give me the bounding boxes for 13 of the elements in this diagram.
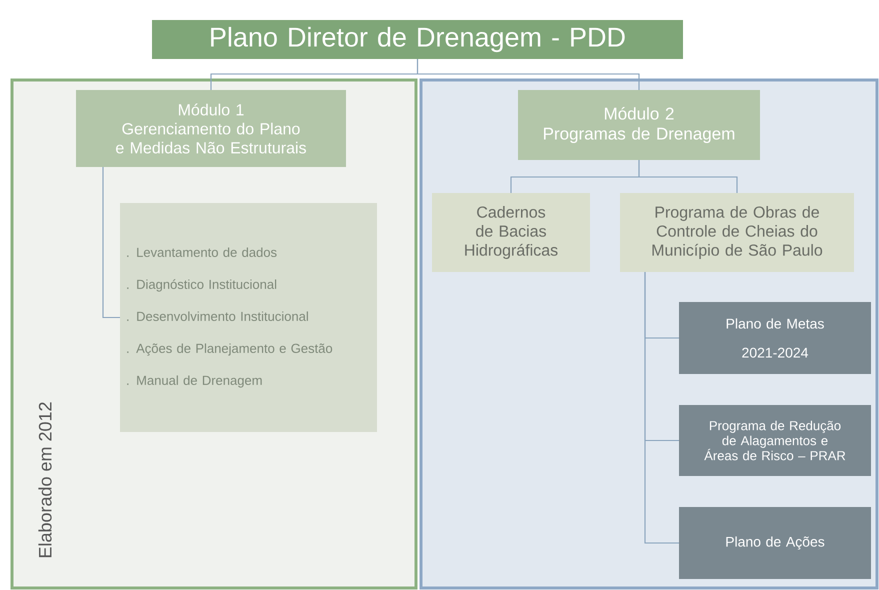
program-box: Cadernos de Bacias Hidrográficas <box>432 193 590 272</box>
plan-box: Plano de Metas 2021-2024 <box>679 302 871 374</box>
connector-line <box>644 272 679 544</box>
connector-line <box>102 167 120 318</box>
title-box: Plano Diretor de Drenagem - PDD <box>152 20 683 59</box>
connector-line <box>416 59 640 90</box>
module-box: Módulo 2 Programas de Drenagem <box>518 90 760 160</box>
module-box: Módulo 1 Gerenciamento do Plano e Medidas Não Estruturais <box>76 90 346 167</box>
program-box: Programa de Obras de Controle de Cheias do Município de São Paulo <box>620 193 854 272</box>
connector-line <box>638 160 738 193</box>
list-box: . Levantamento de dados . Diagnóstico Institucional . Desenvolvimento Institucional . Ações de Planejamento e Gestão . Manual de Drenagem <box>120 203 377 432</box>
plan-box: Plano de Ações <box>679 507 871 579</box>
plan-box: Programa de Redução de Alagamentos e Áreas de Risco – PRAR <box>679 405 871 476</box>
